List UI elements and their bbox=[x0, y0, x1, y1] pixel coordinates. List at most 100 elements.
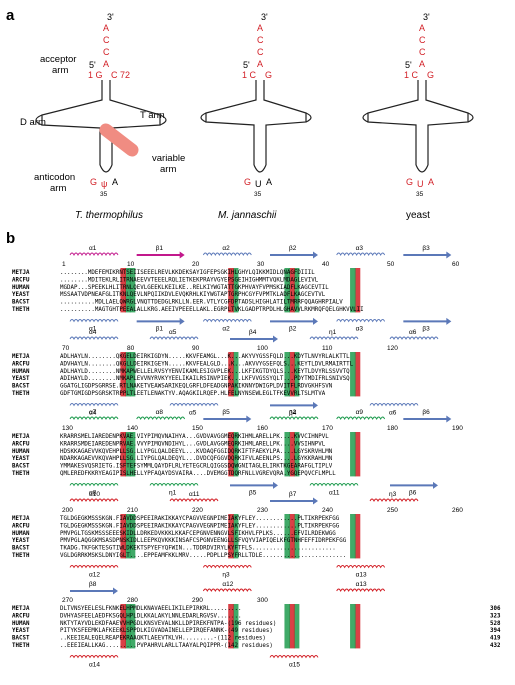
conserved-column bbox=[125, 514, 131, 559]
svg-text:A: A bbox=[266, 177, 272, 187]
position-tick: 250 bbox=[387, 507, 398, 514]
svg-text:C: C bbox=[419, 35, 426, 45]
svg-text:C 72: C 72 bbox=[111, 70, 130, 80]
conserved-column bbox=[129, 432, 136, 477]
trna-jannaschii: 3' A C C A 5' 1 C G G U A 35 M. jannasch… bbox=[200, 12, 312, 221]
svg-text:A: A bbox=[419, 59, 425, 69]
svg-text:A: A bbox=[103, 23, 109, 33]
species-code: METJA bbox=[12, 606, 30, 612]
ss-label: β8 bbox=[89, 581, 97, 588]
svg-text:G: G bbox=[90, 177, 97, 187]
svg-text:C: C bbox=[103, 47, 110, 57]
helix-coil bbox=[369, 498, 419, 503]
strand-arrow bbox=[270, 401, 318, 409]
helix-coil bbox=[69, 252, 119, 257]
conserved-column bbox=[125, 352, 131, 397]
strand-arrow bbox=[403, 251, 452, 259]
svg-text:1 G: 1 G bbox=[88, 70, 103, 80]
species-code: ARCFU bbox=[12, 277, 30, 283]
conserved-column bbox=[284, 432, 291, 477]
sequence-row: KRARRSMELIAREDENPKVAE.VIYPIMQVNAIHYA...G… bbox=[60, 434, 329, 440]
svg-text:3': 3' bbox=[261, 12, 268, 22]
strand-arrow bbox=[136, 251, 185, 259]
helix-coil bbox=[309, 482, 359, 487]
species-code: HUMAN bbox=[12, 531, 30, 537]
strand-arrow bbox=[136, 317, 185, 325]
position-tick: 270 bbox=[62, 597, 73, 604]
ss-label: β4 bbox=[249, 329, 257, 336]
species-code: YEAST bbox=[12, 292, 30, 298]
ss-label: β2 bbox=[289, 325, 297, 332]
conserved-column bbox=[120, 432, 126, 477]
svg-text:G: G bbox=[406, 177, 413, 187]
helix-coil bbox=[149, 482, 199, 487]
conserved-column bbox=[284, 514, 291, 559]
sequence-row: DVHYASFEELAEDFKSGQLHPLDLKKALAKYLNNLEDARL… bbox=[60, 613, 241, 619]
ss-label: α12 bbox=[89, 571, 100, 578]
position-tick: 120 bbox=[387, 345, 398, 352]
svg-text:1 C: 1 C bbox=[242, 70, 257, 80]
position-tick: 80 bbox=[127, 345, 135, 352]
helix-coil bbox=[389, 336, 439, 341]
variable-arm-label: variable bbox=[152, 153, 185, 164]
svg-text:U: U bbox=[417, 179, 424, 189]
position-tick: 90 bbox=[192, 345, 200, 352]
conserved-column bbox=[120, 268, 126, 313]
species-code: BACST bbox=[12, 300, 30, 306]
position-tick: 20 bbox=[192, 261, 200, 268]
conserved-column bbox=[129, 352, 136, 397]
conserved-column bbox=[289, 432, 295, 477]
position-tick: 70 bbox=[62, 345, 70, 352]
position-tick: 240 bbox=[322, 507, 333, 514]
svg-text:G: G bbox=[265, 70, 272, 80]
conserved-column bbox=[284, 268, 291, 313]
svg-text:C: C bbox=[419, 47, 426, 57]
helix-coil bbox=[69, 654, 119, 659]
svg-text:5': 5' bbox=[405, 60, 412, 70]
species-code: HUMAN bbox=[12, 285, 30, 291]
sequence-row: GGATGLIGDPSGRRSE.RTLNAKETVEAWSARIKEQLGRF… bbox=[60, 384, 333, 390]
species-code: BACST bbox=[12, 636, 30, 642]
ss-label: β3 bbox=[422, 245, 430, 252]
svg-text:C: C bbox=[257, 35, 264, 45]
sequence-row: PITYKSFEEMKLAFKEEKLSPPDLKIGVADAINELLEPIR… bbox=[60, 628, 273, 634]
ss-label: β6 bbox=[409, 489, 417, 496]
sequence-row: MSSAATVDPNEAFGLITKNLQEVLNPQIIKDVLEVQKRHL… bbox=[60, 292, 326, 298]
svg-text:A: A bbox=[103, 59, 109, 69]
anticodon-arm-label-2: arm bbox=[50, 183, 66, 194]
ss-label: β6 bbox=[422, 409, 430, 416]
trna-thermophilus: 3' A C C A 5' 1 G C 72 G ψ A 35 T. therm… bbox=[35, 12, 167, 221]
sequence-row: TGLDGEGKMSSSKGN.FIAVDDSPEEIRAKIKKAYCPAGV… bbox=[60, 516, 340, 522]
position-tick: 110 bbox=[322, 345, 333, 352]
conserved-column bbox=[120, 514, 126, 559]
species-code: YEAST bbox=[12, 376, 30, 382]
conserved-column bbox=[350, 432, 356, 477]
species-code: HUMAN bbox=[12, 621, 30, 627]
strand-arrow bbox=[70, 587, 118, 595]
ss-label: α6 bbox=[409, 329, 417, 336]
helix-coil bbox=[336, 416, 386, 421]
sequence-row: PMVPGLTGSKMSSSEEESKIDLLDRKEDVKKKLKKAFCEP… bbox=[60, 531, 336, 537]
species-code: BACST bbox=[12, 546, 30, 552]
ss-label: α9 bbox=[356, 409, 364, 416]
panel-b-label: b bbox=[6, 230, 15, 247]
svg-text:C: C bbox=[257, 47, 264, 57]
sequence-row: GDFTGMIGDPSGRSKTRPPLTLEETLENAKTYV.AQAGKI… bbox=[60, 391, 326, 397]
sequence-end-number: 323 bbox=[490, 613, 501, 619]
helix-coil bbox=[69, 482, 119, 487]
ss-label: α15 bbox=[289, 661, 300, 668]
svg-text:ψ: ψ bbox=[101, 179, 107, 189]
ss-label: α2 bbox=[222, 325, 230, 332]
conserved-column bbox=[120, 604, 126, 649]
species-code: BACST bbox=[12, 384, 30, 390]
ss-label: η2 bbox=[289, 409, 297, 416]
sequence-end-number: 419 bbox=[490, 636, 501, 642]
species-code: ARCFU bbox=[12, 613, 30, 619]
sequence-row: ADIHAYLD........NMKAPLEVVNYRVKYYEELIKAIL… bbox=[60, 376, 350, 382]
ss-label: η1 bbox=[329, 329, 337, 336]
sequence-row: NKTYTAYVDLEKDFAAEVVHPGDLKNSVEVALNKLLDPIR… bbox=[60, 621, 276, 627]
strand-arrow bbox=[403, 317, 452, 325]
conserved-column bbox=[120, 352, 126, 397]
conserved-column bbox=[129, 514, 136, 559]
